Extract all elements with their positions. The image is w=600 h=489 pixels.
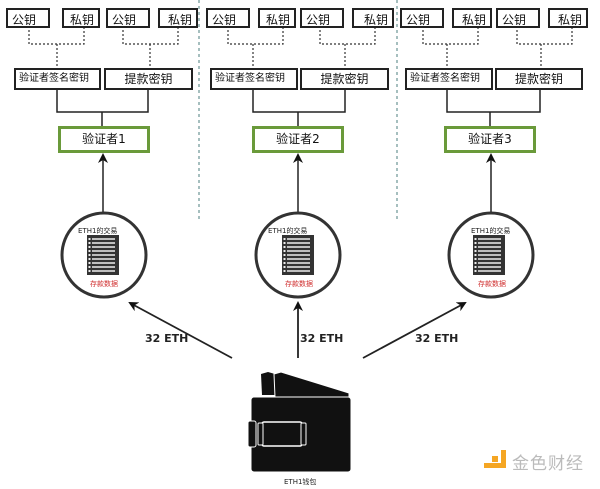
withdrawal-key-box-2: 提款密钥 <box>300 68 389 90</box>
signing-public-key-2: 公钥 <box>206 8 250 28</box>
watermark-text: 金色财经 <box>512 454 584 474</box>
withdrawal-key-box-1: 提款密钥 <box>104 68 193 90</box>
withdrawal-key-box-3: 提款密钥 <box>495 68 583 90</box>
withdrawal-private-key-1: 私钥 <box>158 8 198 28</box>
signing-key-box-1: 验证者签名密钥 <box>14 68 101 90</box>
tx-label-1: ETH1的交易 <box>78 227 118 235</box>
validator-connector-2 <box>252 88 346 126</box>
amount-label-2: 32 ETH <box>300 332 344 345</box>
wallet-label: ETH1钱包 <box>284 478 317 486</box>
signing-private-key-1: 私钥 <box>62 8 100 28</box>
amount-label-1: 32 ETH <box>145 332 189 345</box>
amount-label-3: 32 ETH <box>415 332 459 345</box>
withdrawal-private-key-3: 私钥 <box>548 8 588 28</box>
arrow-wallet-to-tx-3 <box>362 302 467 359</box>
tx-label-2: ETH1的交易 <box>268 227 308 235</box>
tx-label-3: ETH1的交易 <box>471 227 511 235</box>
signing-public-key-1: 公钥 <box>6 8 50 28</box>
jinse-logo-icon <box>484 450 506 468</box>
deposit-label-1: 存款数据 <box>90 280 118 288</box>
document-icon <box>473 235 505 275</box>
validator-box-3: 验证者3 <box>444 126 536 153</box>
key-connectors-2 <box>227 26 376 68</box>
signing-public-key-3: 公钥 <box>400 8 444 28</box>
document-icon <box>87 235 119 275</box>
deposit-label-3: 存款数据 <box>478 280 506 288</box>
withdrawal-public-key-2: 公钥 <box>300 8 344 28</box>
validator-box-2: 验证者2 <box>252 126 344 153</box>
signing-private-key-2: 私钥 <box>258 8 296 28</box>
validator-connector-3 <box>446 88 541 126</box>
withdrawal-public-key-1: 公钥 <box>106 8 150 28</box>
validator-box-1: 验证者1 <box>58 126 150 153</box>
arrow-wallet-to-tx-1 <box>128 302 233 359</box>
signing-key-box-3: 验证者签名密钥 <box>405 68 493 90</box>
deposit-label-2: 存款数据 <box>285 280 313 288</box>
key-connectors-3 <box>422 26 573 68</box>
key-connectors-1 <box>28 26 179 68</box>
validator-connector-1 <box>56 88 149 126</box>
withdrawal-private-key-2: 私钥 <box>352 8 394 28</box>
document-icon <box>282 235 314 275</box>
signing-key-box-2: 验证者签名密钥 <box>210 68 298 90</box>
withdrawal-public-key-3: 公钥 <box>496 8 540 28</box>
signing-private-key-3: 私钥 <box>452 8 492 28</box>
wallet-icon <box>247 371 352 473</box>
